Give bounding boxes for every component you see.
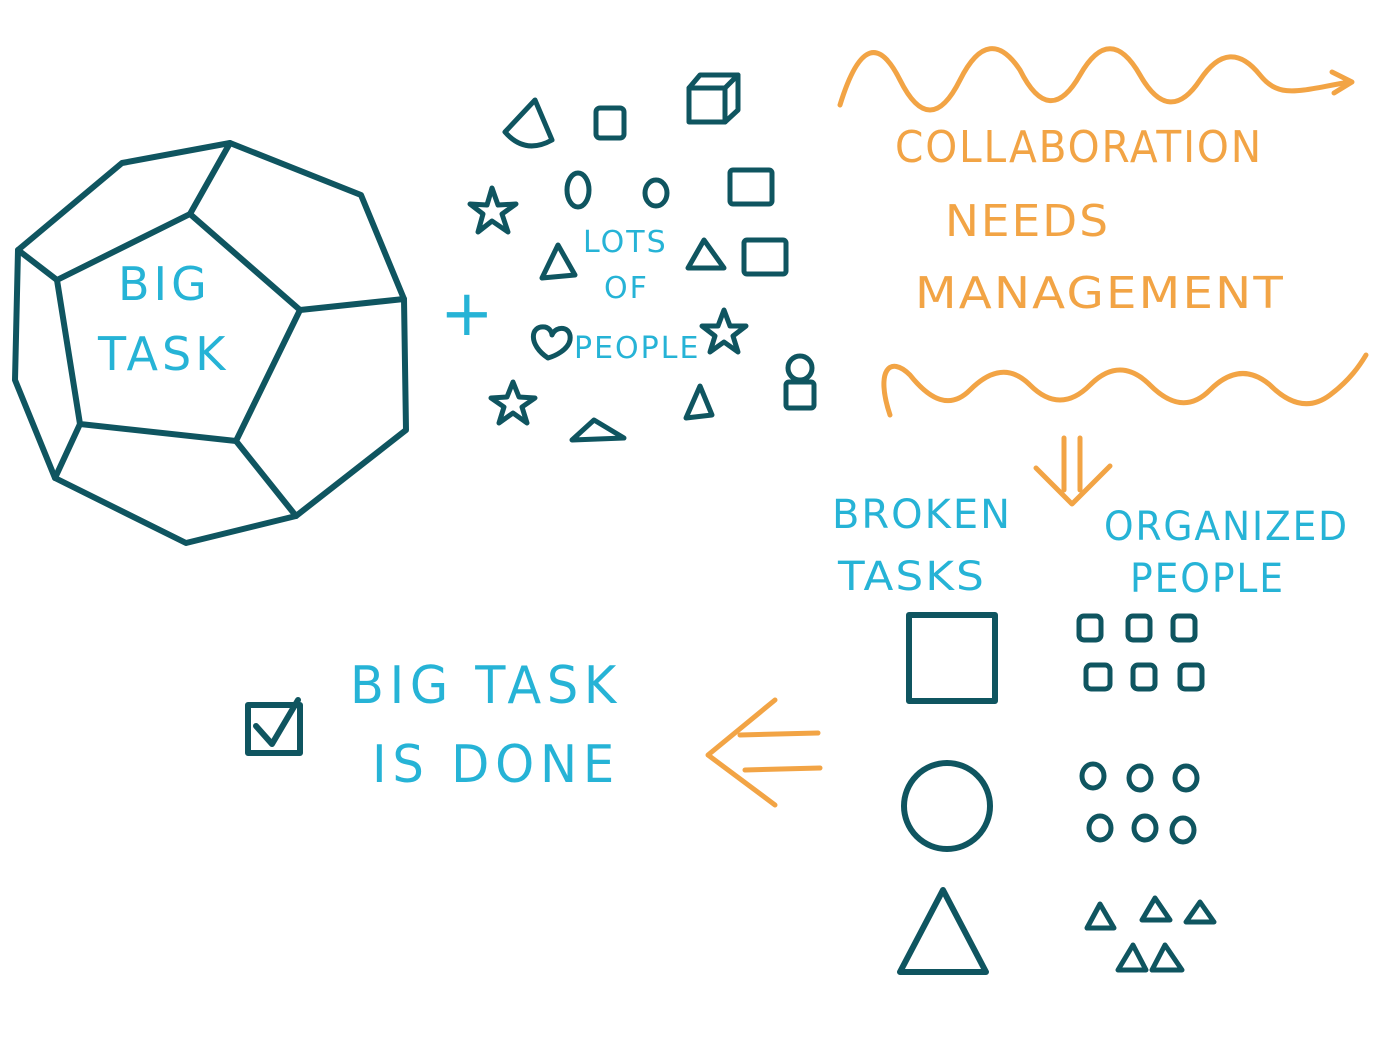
person-square-shape [593,105,627,141]
wavy-line-top-arrowhead [1329,69,1355,96]
left-arrow-icon [705,697,823,808]
task-square-shape [906,612,998,704]
person-star-shape [488,379,538,426]
message-line3: MANAGEMENT [915,268,1285,319]
person-small-circle [1172,763,1200,793]
person-cube-shape [686,72,741,125]
person-rect-shape [741,237,789,277]
person-small-square [1076,613,1104,643]
wavy-line-top [837,46,1353,113]
message-line2: NEEDS [945,196,1110,247]
person-small-triangle [1115,942,1149,973]
person-small-circle [1079,761,1107,791]
person-small-square [1083,662,1113,692]
person-small-square [1130,662,1158,692]
person-small-circle [1169,815,1197,845]
person-rect-shape [727,167,775,207]
crowd-shapes [467,72,817,443]
double-down-arrow-icon [1033,435,1113,507]
person-small-square [1170,613,1198,643]
big-task-label-line2: TASK [97,327,229,381]
person-keyhole-shape [783,353,817,411]
dodecahedron-shape [12,140,409,546]
broken-tasks-label-line1: BROKEN [832,492,1012,538]
person-triangle-shape [539,242,578,281]
person-small-triangle [1139,895,1173,923]
done-label-line1: BIG TASK [350,656,622,716]
person-small-circle [1086,813,1114,843]
person-oval-shape [564,170,592,210]
person-small-triangle [1183,899,1217,925]
person-small-square [1125,613,1153,643]
person-triangle-shape [683,383,715,421]
person-small-circle [1131,813,1159,843]
person-small-circle [1126,763,1154,793]
person-small-triangle [1149,942,1185,973]
plus-sign: + [440,277,494,351]
person-star-shape [699,307,749,355]
checkbox-checked-icon [245,697,303,756]
organized-squares-group [1076,613,1205,692]
organized-people-label-line2: PEOPLE [1130,556,1285,602]
broken-tasks-label-line2: TASKS [837,554,986,600]
person-heart-shape [530,324,573,361]
organized-circles-group [1079,761,1200,845]
crowd-label-line3: PEOPLE [574,331,700,366]
crowd-label-line1: LOTS [583,225,668,260]
organized-people-label-line1: ORGANIZED [1104,504,1349,550]
crowd-label-line2: OF [604,271,649,306]
person-triangle-shape [569,417,627,443]
person-star-shape [467,185,519,235]
big-task-label-line1: BIG [118,257,211,311]
task-triangle-shape [897,887,989,975]
organized-triangles-group [1084,895,1217,973]
person-small-triangle [1084,901,1117,931]
person-small-square [1177,662,1205,692]
done-label-line2: IS DONE [372,735,620,795]
person-cone-shape [502,97,555,149]
task-circle-shape [901,760,993,852]
person-oval-shape [642,177,670,209]
wavy-line-bottom [881,352,1369,418]
person-triangle-shape [685,237,727,271]
message-line1: COLLABORATION [895,122,1263,173]
